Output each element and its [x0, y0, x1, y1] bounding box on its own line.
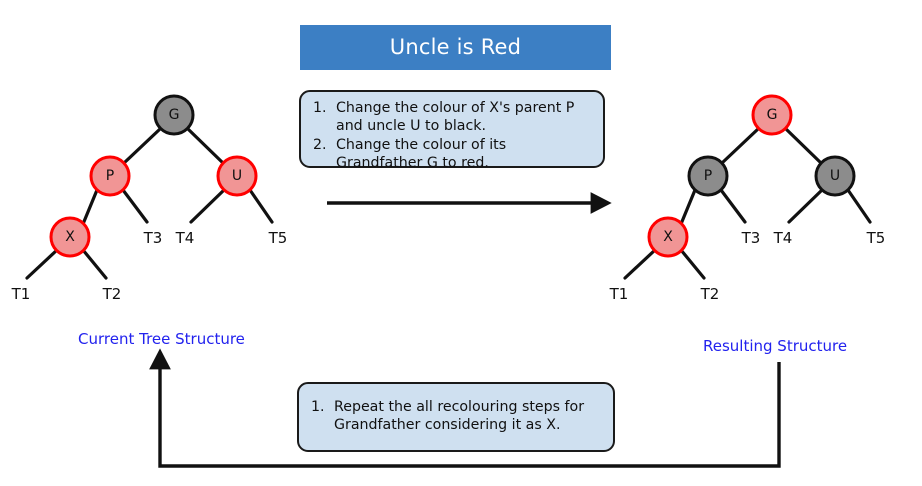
- edge-g-u: [784, 127, 823, 165]
- edge-p-t3: [121, 188, 149, 224]
- node-left-p-label: P: [106, 168, 114, 184]
- node-left-p[interactable]: P: [89, 155, 131, 197]
- edge-p-t3: [719, 188, 747, 224]
- node-left-u[interactable]: U: [216, 155, 258, 197]
- header-banner: Uncle is Red: [300, 25, 611, 70]
- node-right-x-label: X: [663, 229, 673, 245]
- node-right-g-label: G: [767, 107, 778, 123]
- edge-x-t2: [679, 248, 706, 280]
- instruction-box-recolour: Change the colour of X's parent P and un…: [299, 90, 605, 171]
- edge-x-t1: [623, 248, 657, 280]
- edge-u-t5: [248, 188, 274, 224]
- node-left-x[interactable]: X: [49, 216, 91, 258]
- page-title: Uncle is Red: [389, 35, 522, 59]
- leaf-left-t2: T2: [102, 285, 122, 303]
- edge-g-p: [122, 127, 162, 165]
- node-right-p[interactable]: P: [687, 155, 729, 197]
- edge-g-p: [720, 127, 760, 165]
- edge-x-t1: [25, 248, 59, 280]
- node-left-g[interactable]: G: [153, 94, 195, 136]
- instruction-item: Change the colour of X's parent P and un…: [313, 99, 575, 135]
- tree-edges-right: [623, 127, 872, 280]
- instruction-list-bottom: Repeat the all recolouring steps for Gra…: [307, 398, 603, 435]
- leaf-left-t4: T4: [175, 229, 195, 247]
- tree-resulting: G P U X T3 T4 T5 T1 T2: [609, 94, 886, 303]
- instruction-list-top: Change the colour of X's parent P and un…: [309, 99, 593, 172]
- leaf-left-t3: T3: [143, 229, 163, 247]
- leaf-right-t3: T3: [741, 229, 761, 247]
- caption-current-tree-structure: Current Tree Structure: [78, 330, 245, 348]
- leaf-left-t5: T5: [268, 229, 288, 247]
- leaf-right-t4: T4: [773, 229, 793, 247]
- instruction-box-repeat: Repeat the all recolouring steps for Gra…: [297, 382, 615, 452]
- node-left-g-label: G: [169, 107, 180, 123]
- node-right-u-label: U: [830, 168, 840, 184]
- edge-p-x: [679, 188, 697, 226]
- leaf-right-t2: T2: [700, 285, 720, 303]
- leaf-left-t1: T1: [11, 285, 31, 303]
- instruction-item: Repeat the all recolouring steps for Gra…: [311, 398, 585, 433]
- node-right-p-label: P: [704, 168, 712, 184]
- caption-resulting-structure: Resulting Structure: [703, 337, 848, 355]
- edge-u-t4: [189, 188, 226, 224]
- node-right-g[interactable]: G: [751, 94, 793, 136]
- edge-x-t2: [81, 248, 108, 280]
- edge-u-t4: [787, 188, 824, 224]
- node-left-u-label: U: [232, 168, 242, 184]
- node-left-x-label: X: [65, 229, 75, 245]
- leaf-right-t5: T5: [866, 229, 886, 247]
- edge-u-t5: [846, 188, 872, 224]
- edge-p-x: [81, 188, 99, 226]
- edge-g-u: [186, 127, 225, 165]
- node-right-u[interactable]: U: [814, 155, 856, 197]
- leaf-right-t1: T1: [609, 285, 629, 303]
- node-right-x[interactable]: X: [647, 216, 689, 258]
- instruction-item: Change the colour of its Grandfather G t…: [313, 136, 507, 172]
- loopback-arrow: [149, 348, 781, 468]
- tree-current: G P U X T3 T4 T5 T1 T2: [11, 94, 288, 303]
- tree-edges-left: [25, 127, 274, 280]
